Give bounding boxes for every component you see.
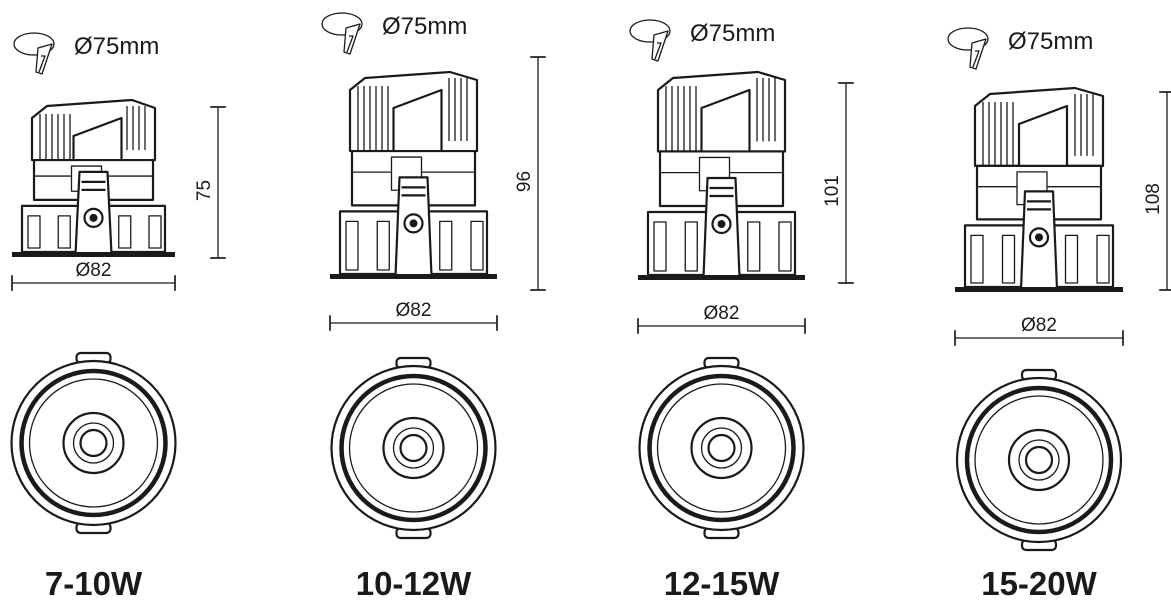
frame-slot [148,215,162,249]
lens-ring [1018,439,1060,481]
cutout-diameter-label: Ø75mm [690,20,775,47]
inner-trim-ring [974,395,1104,525]
wattage-label: 10-12W [356,565,472,602]
fixture-side-view [12,98,175,257]
fixture-side-view [955,86,1123,292]
saw-blade [654,42,662,60]
height-label: 75 [194,180,215,201]
ceiling-cutout-saw-icon [629,19,671,62]
fixture-top-view [10,351,177,535]
reflector-ring [690,416,753,480]
frame-slot [1001,234,1016,284]
saw-blade [972,50,980,68]
outer-trim-ring [955,376,1123,544]
ceiling-cutout-saw-icon [947,27,989,70]
saw-blade [38,55,46,73]
trim-ring [647,373,796,523]
trim-flange [12,252,175,257]
clip-screw-center [89,213,98,222]
trim-flange [955,287,1123,292]
frame-slot [1064,234,1079,284]
height-label: 101 [822,175,843,207]
trim-ring [19,368,168,518]
frame-slot [345,220,359,271]
lens-ring [392,427,435,469]
cutout-diameter-label: Ø75mm [382,13,467,40]
inner-trim-ring [656,383,787,513]
diameter-label: Ø82 [76,260,112,281]
wattage-label: 7-10W [45,565,143,602]
frame-slot [970,234,984,284]
diameter-label: Ø82 [704,303,740,324]
height-label: 108 [1143,183,1164,215]
frame-slot [376,220,390,271]
height-label: 96 [514,171,535,192]
reflector-ring [382,416,445,480]
reflector-ring [62,411,125,475]
fixture-top-view [955,368,1123,552]
diameter-label: Ø82 [1021,315,1057,336]
fixture-side-view [330,70,497,279]
inner-trim-ring [348,383,479,513]
lens-ring [72,422,115,464]
frame-slot [27,215,41,249]
cutout-diameter-label: Ø75mm [1008,28,1093,55]
reflector-ring [1007,428,1071,492]
frame-slot [653,221,667,272]
led-lens [707,433,736,463]
frame-slot [1096,234,1110,284]
frame-slot [778,221,792,272]
trim-flange [638,275,805,280]
led-lens [79,428,108,458]
outer-trim-ring [638,364,805,532]
clip-screw-center [409,219,418,228]
fixture-top-view [638,356,805,540]
clip-screw-center [1035,233,1043,242]
cutout-diameter-label: Ø75mm [74,33,159,60]
trim-ring [339,373,488,523]
led-lens [399,433,428,463]
frame-slot [439,220,453,271]
outer-trim-ring [330,364,497,532]
trim-ring [964,385,1114,535]
clip-screw-center [717,220,726,229]
frame-slot [57,215,71,249]
lens-ring [700,427,743,469]
led-lens [1024,445,1054,475]
frame-slot [470,220,484,271]
trim-flange [330,274,497,279]
ceiling-cutout-saw-icon [321,12,363,55]
wattage-label: 12-15W [664,565,780,602]
ceiling-cutout-saw-icon [13,32,55,75]
wattage-label: 15-20W [981,565,1097,602]
fixture-side-view [638,70,805,280]
frame-slot [684,221,698,272]
inner-trim-ring [28,378,159,508]
diameter-label: Ø82 [396,300,432,321]
saw-blade [346,35,354,53]
outer-trim-ring [10,359,177,527]
fixture-top-view [330,356,497,540]
frame-slot [747,221,761,272]
frame-slot [118,215,132,249]
